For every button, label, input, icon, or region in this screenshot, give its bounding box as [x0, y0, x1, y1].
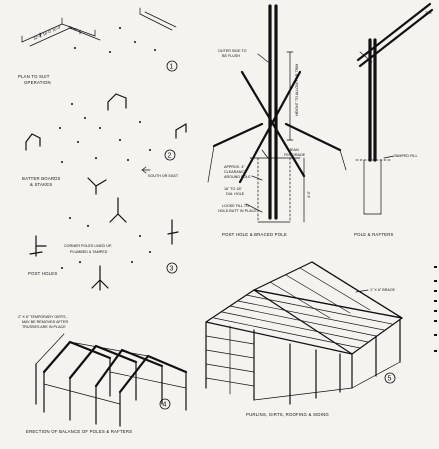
clearance-line2: CLEARANCE — [224, 170, 247, 174]
plan-markers — [74, 27, 156, 53]
loose-fill-line1: LOOSE FILL TO — [222, 204, 249, 208]
post-holes-panel: CORNER POLES LINED UP, PLUMBED & TAMPED … — [28, 197, 179, 291]
braced-pole — [207, 4, 347, 223]
plan-stakes — [21, 7, 177, 47]
batter-caption-line1: BATTER BOARDS — [22, 176, 61, 181]
loose-fill-line2: HOLD BUTT IN PLACE — [218, 209, 257, 213]
south-east-label: SOUTH OR EAST — [148, 174, 179, 178]
svg-text:32'-0" 16'-0" 16'-0": 32'-0" 16'-0" 16'-0" — [33, 25, 63, 41]
step-5-marker — [384, 372, 396, 384]
step-1-marker — [166, 60, 178, 72]
batter-boards — [25, 93, 187, 195]
step-2-marker — [164, 149, 176, 161]
temp-girts-line2: MAY BE REMOVED AFTER — [22, 320, 69, 324]
step-4-marker — [159, 398, 171, 410]
mean-grade-line1: MEAN — [288, 148, 299, 152]
barn-frame — [205, 261, 403, 405]
step-3-number: 3 — [170, 266, 174, 273]
plan-panel: 32'-0" 16'-0" 16'-0" 36'-0" PLAN TO SUIT… — [18, 7, 178, 85]
brace-note: 1" X 6" BRACE — [370, 288, 395, 292]
dia-line2: DIA. HOLE — [226, 192, 245, 196]
clearance-line1: APPROX. 4" — [224, 165, 245, 169]
right-edge-marks — [434, 266, 437, 352]
step-3-marker — [166, 262, 178, 274]
mean-grade-line2: FIN. GRADE — [284, 153, 306, 157]
corner-poles — [29, 197, 179, 291]
step-2-number: 2 — [168, 153, 172, 160]
clearance-line3: AROUND POLE — [224, 175, 251, 179]
plan-caption-line2: OPERATION — [24, 80, 51, 85]
dia-line1: 16" TO 18" — [224, 187, 243, 191]
pole-rafters-panel: TAMPED FILL POLE & RAFTERS 2" X — [354, 2, 434, 237]
compass-arrow-icon — [141, 166, 151, 174]
purlins-caption: PURLINS, GIRTS, ROOFING & SIDING — [246, 412, 329, 417]
height-note: HEIGHT TO ALLOW FOR TRIM — [295, 64, 299, 116]
truss-frame — [35, 333, 188, 427]
plan-caption-line1: PLAN TO SUIT — [18, 74, 50, 79]
temp-girts-line3: TRUSSES ARE IN PLACE — [22, 325, 66, 329]
braced-pole-panel: OUTER SIDE TO BE FLUSH HEIGHT TO ALLOW F… — [207, 4, 347, 237]
pole-rafter-drawing — [355, 2, 434, 215]
batter-caption-line2: & STAKES — [30, 182, 52, 187]
step-5-number: 5 — [388, 376, 392, 383]
braced-pole-caption: POST HOLE & BRACED POLE — [222, 232, 287, 237]
pole-rafters-caption: POLE & RAFTERS — [354, 232, 394, 237]
hole-dots — [61, 217, 151, 269]
tamped-fill-label: TAMPED FILL — [394, 154, 418, 158]
step-1-number: 1 — [170, 64, 174, 71]
outer-side-line1: OUTER SIDE TO — [218, 49, 247, 53]
stake-dots — [59, 103, 151, 163]
purlins-panel: 1" X 6" BRACE 5 PURLINS, GIRTS, ROOFING … — [205, 261, 403, 417]
depth-note: 4'-5' — [307, 191, 311, 198]
batter-boards-panel: BATTER BOARDS & STAKES 2 SOUTH OR EAST — [22, 93, 187, 195]
corner-poles-line2: PLUMBED & TAMPED — [70, 250, 108, 254]
erection-panel: 2" X 6" TEMPORARY GIRTS - MAY BE REMOVED… — [18, 315, 188, 434]
corner-tag: 2" X — [425, 11, 432, 15]
temp-girts-line1: 2" X 6" TEMPORARY GIRTS - — [18, 315, 69, 319]
corner-poles-line1: CORNER POLES LINED UP, — [64, 244, 112, 248]
step-4-number: 4 — [163, 402, 167, 409]
svg-text:36'-0": 36'-0" — [68, 25, 79, 32]
erection-caption: ERECTION OF BALANCE OF POLES & RAFTERS — [26, 429, 132, 434]
post-holes-caption: POST HOLES — [28, 271, 57, 276]
outer-side-line2: BE FLUSH — [222, 54, 240, 58]
